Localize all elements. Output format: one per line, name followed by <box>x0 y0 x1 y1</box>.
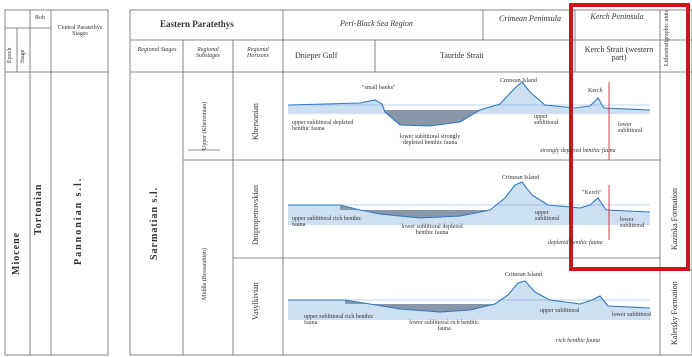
label-kerch: "Kerch" <box>582 190 602 196</box>
label-right-lower: lower sublittoral <box>620 217 645 229</box>
horizon-dnipropetrovskian: Dnipropetrovskian <box>251 185 260 245</box>
horizon-vasylkivian: Vasylkivian <box>251 282 260 320</box>
label-right-lower: lower sublittoral <box>618 122 643 134</box>
label-upper-sublittoral: upper sublittoral rich benthic fauna <box>292 216 362 228</box>
label-upper-sublittoral: upper sublittoral rich benthic fauna <box>304 314 374 326</box>
substage-middle: Middle (Bessarabian) <box>202 248 208 300</box>
basin-profile-vasylkivian <box>288 280 651 320</box>
basin-profile-dnipropetrovskian <box>288 181 651 225</box>
header-kerch-strait: Kerch Strait (western part) <box>584 45 654 62</box>
header-dnieper-gulf: Dnieper Gulf <box>295 51 338 60</box>
label-right-lower: lower sublittoral <box>612 312 652 318</box>
header-regional-horizons: Regional Horizons <box>246 47 269 59</box>
label-right-upper: upper sublittoral <box>540 308 580 314</box>
col-header-rob: Rob <box>35 15 46 21</box>
label-right-upper: upper sublittoral <box>534 114 559 126</box>
col-header-stage: Stage <box>20 49 26 63</box>
stage-tortonian: Tortonian <box>33 183 44 235</box>
substage-upper: Upper (Khersonian) <box>202 101 208 150</box>
label-upper-sublittoral: upper sublittoral depleted benthic fauna <box>292 120 354 132</box>
formation-kazinka: Kazinka Formation <box>670 188 679 250</box>
label-crimean-island: Crimean Island <box>500 78 537 84</box>
label-lower-sublittoral: lower sublittoral depleted benthic fauna <box>401 224 463 236</box>
header-regional-substages: Regional Substages <box>196 47 220 59</box>
label-foot: rich benthic fauna <box>556 338 600 344</box>
formation-kaletsky: Kaletsky Formation <box>670 281 679 345</box>
regional-stage-sarmatian: Sarmatian s.l. <box>149 186 160 260</box>
label-lower-sublittoral: lower sublittoral rich benthic fauna <box>409 320 479 332</box>
label-crimean-island: Crimean Island <box>505 272 542 278</box>
highlight-box <box>569 3 690 271</box>
label-foot: strongly depleted benthic fauna <box>540 148 616 154</box>
header-tauride-strait: Tauride Strait <box>440 51 484 60</box>
col-header-epoch: Epoch <box>7 47 13 63</box>
basin-profile-khersonian <box>287 81 651 127</box>
col-header-central-paratethys: Central Paratethys Stages <box>57 25 103 37</box>
label-right-upper: upper sublittoral <box>535 210 560 222</box>
header-eastern-paratethys: Eastern Paratethys <box>160 19 234 29</box>
label-crimean-island: Crimean Island <box>502 175 539 181</box>
stage-pannonian: Pannonian s.l. <box>73 176 84 265</box>
header-peri-black-sea: Peri-Black Sea Region <box>340 19 413 28</box>
header-lithostrat: Lithostratigraphic units <box>664 9 670 66</box>
epoch-miocene: Miocene <box>11 231 22 275</box>
header-crimean-peninsula: Crimean Peninsula <box>499 14 561 23</box>
header-kerch-peninsula: Kerch Peninsula <box>590 12 644 21</box>
horizon-khersonian: Khersonian <box>251 103 260 140</box>
header-regional-stages: Regional Stages <box>137 47 177 53</box>
label-kerch: Kerch <box>588 88 603 94</box>
label-foot: depleted benthic fauna <box>548 240 603 246</box>
label-small-banks: "small banks" <box>362 85 396 91</box>
label-lower-sublittoral: lower sublittoral strongly depleted bent… <box>399 134 461 146</box>
